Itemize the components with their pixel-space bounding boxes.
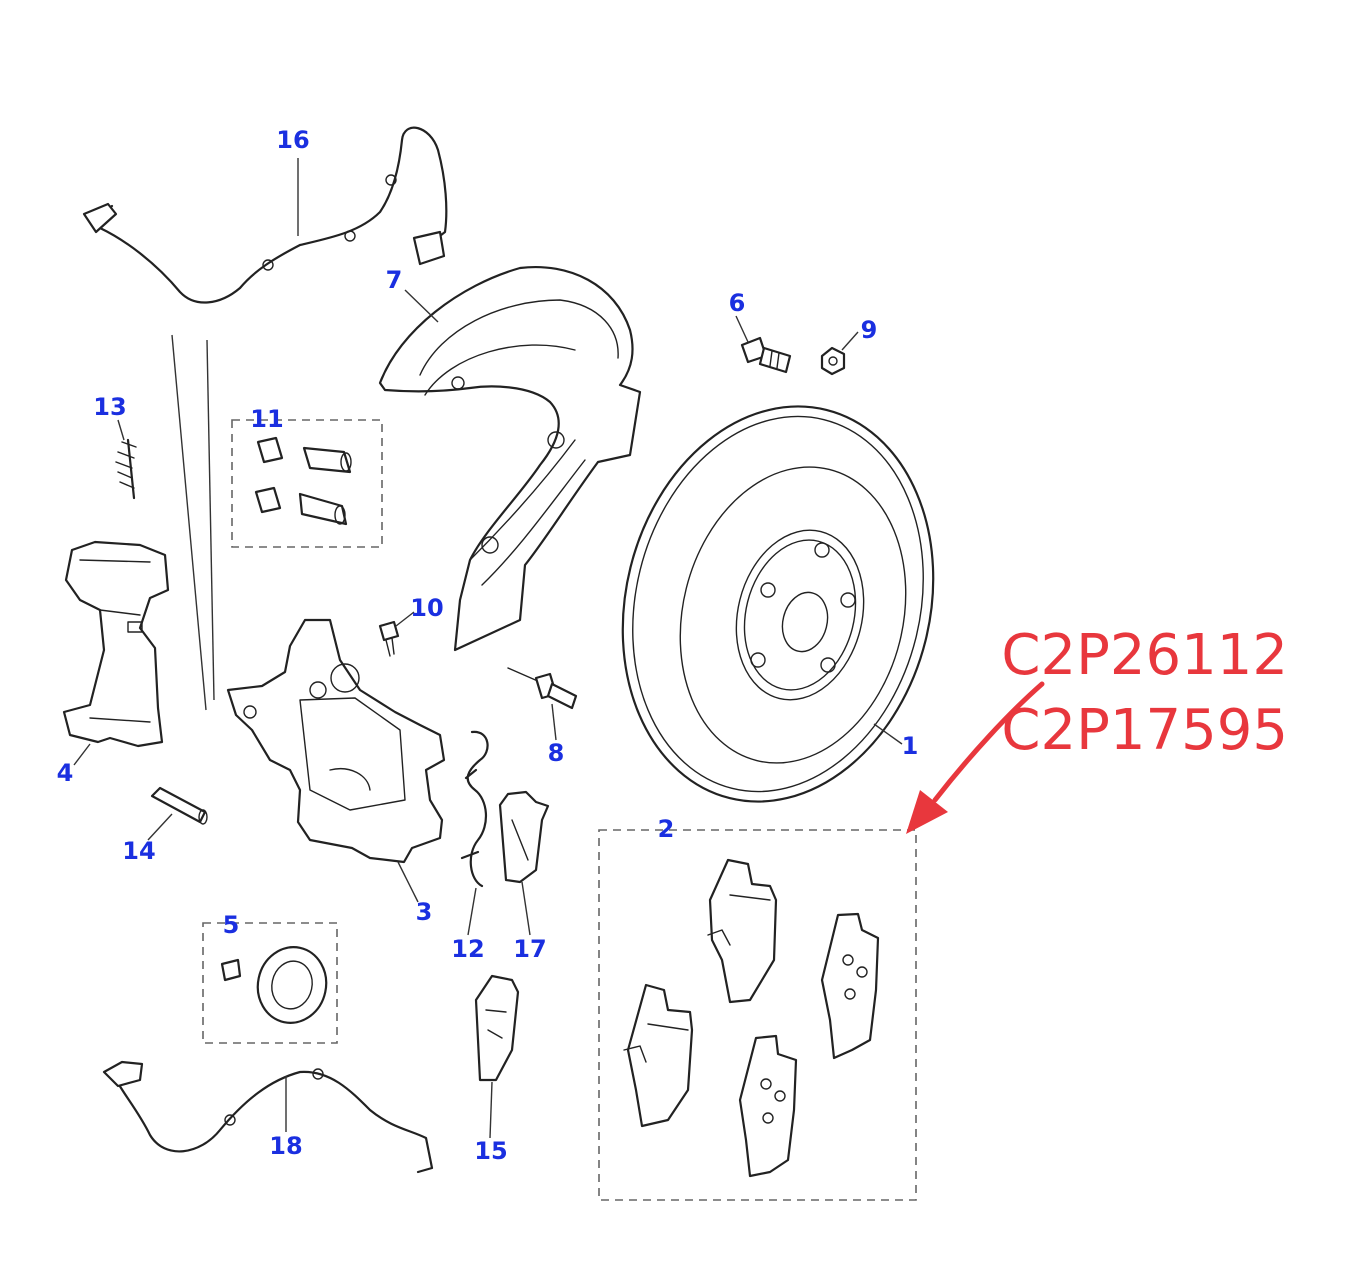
- part-12-clip-spring: [460, 730, 489, 888]
- callout-14: 14: [122, 837, 156, 865]
- callout-18: 18: [269, 1132, 303, 1160]
- callout-9: 9: [860, 316, 878, 344]
- callout-5: 5: [222, 911, 240, 939]
- guide-line: [206, 339, 215, 701]
- part-16-sensor-harness: [82, 126, 448, 304]
- part-17-pad-shim: [498, 790, 550, 884]
- callout-6: 6: [728, 289, 746, 317]
- part-15-wear-clip: [474, 974, 520, 1082]
- part-7-dust-shield: [378, 266, 642, 652]
- part-1-brake-disc: [621, 405, 935, 803]
- part-11-bushing-kit: [231, 419, 383, 548]
- callout-13: 13: [93, 393, 127, 421]
- part-10-bleed-screw: [378, 620, 400, 657]
- callout-15: 15: [474, 1137, 508, 1165]
- callout-10: 10: [410, 594, 444, 622]
- part-2-brake-pad-set: [598, 829, 917, 1201]
- leader-lines: [73, 158, 903, 1139]
- callout-1: 1: [901, 732, 919, 760]
- callout-17: 17: [513, 935, 547, 963]
- callout-4: 4: [56, 759, 74, 787]
- annotation-arrow: [906, 681, 1045, 834]
- part-4-caliper-carrier: [62, 540, 170, 748]
- callout-2: 2: [657, 815, 675, 843]
- callout-11: 11: [250, 405, 284, 433]
- callout-7: 7: [385, 266, 403, 294]
- part-3-caliper: [226, 618, 446, 864]
- callout-3: 3: [415, 898, 433, 926]
- part-number-2: C2P17595: [1001, 698, 1288, 763]
- callout-12: 12: [451, 935, 485, 963]
- callout-16: 16: [276, 126, 310, 154]
- part-9-nut: [820, 346, 846, 376]
- part-14-guide-pin: [150, 786, 208, 825]
- part-13-spring: [115, 438, 137, 500]
- part-6-bolt: [740, 336, 792, 374]
- part-8-guide-bolt: [507, 667, 578, 710]
- guide-line: [171, 334, 207, 711]
- part-number-1: C2P26112: [1001, 623, 1288, 688]
- part-18-sensor-harness: [102, 1060, 434, 1174]
- part-5-seal-kit: [202, 922, 338, 1044]
- callout-8: 8: [547, 739, 565, 767]
